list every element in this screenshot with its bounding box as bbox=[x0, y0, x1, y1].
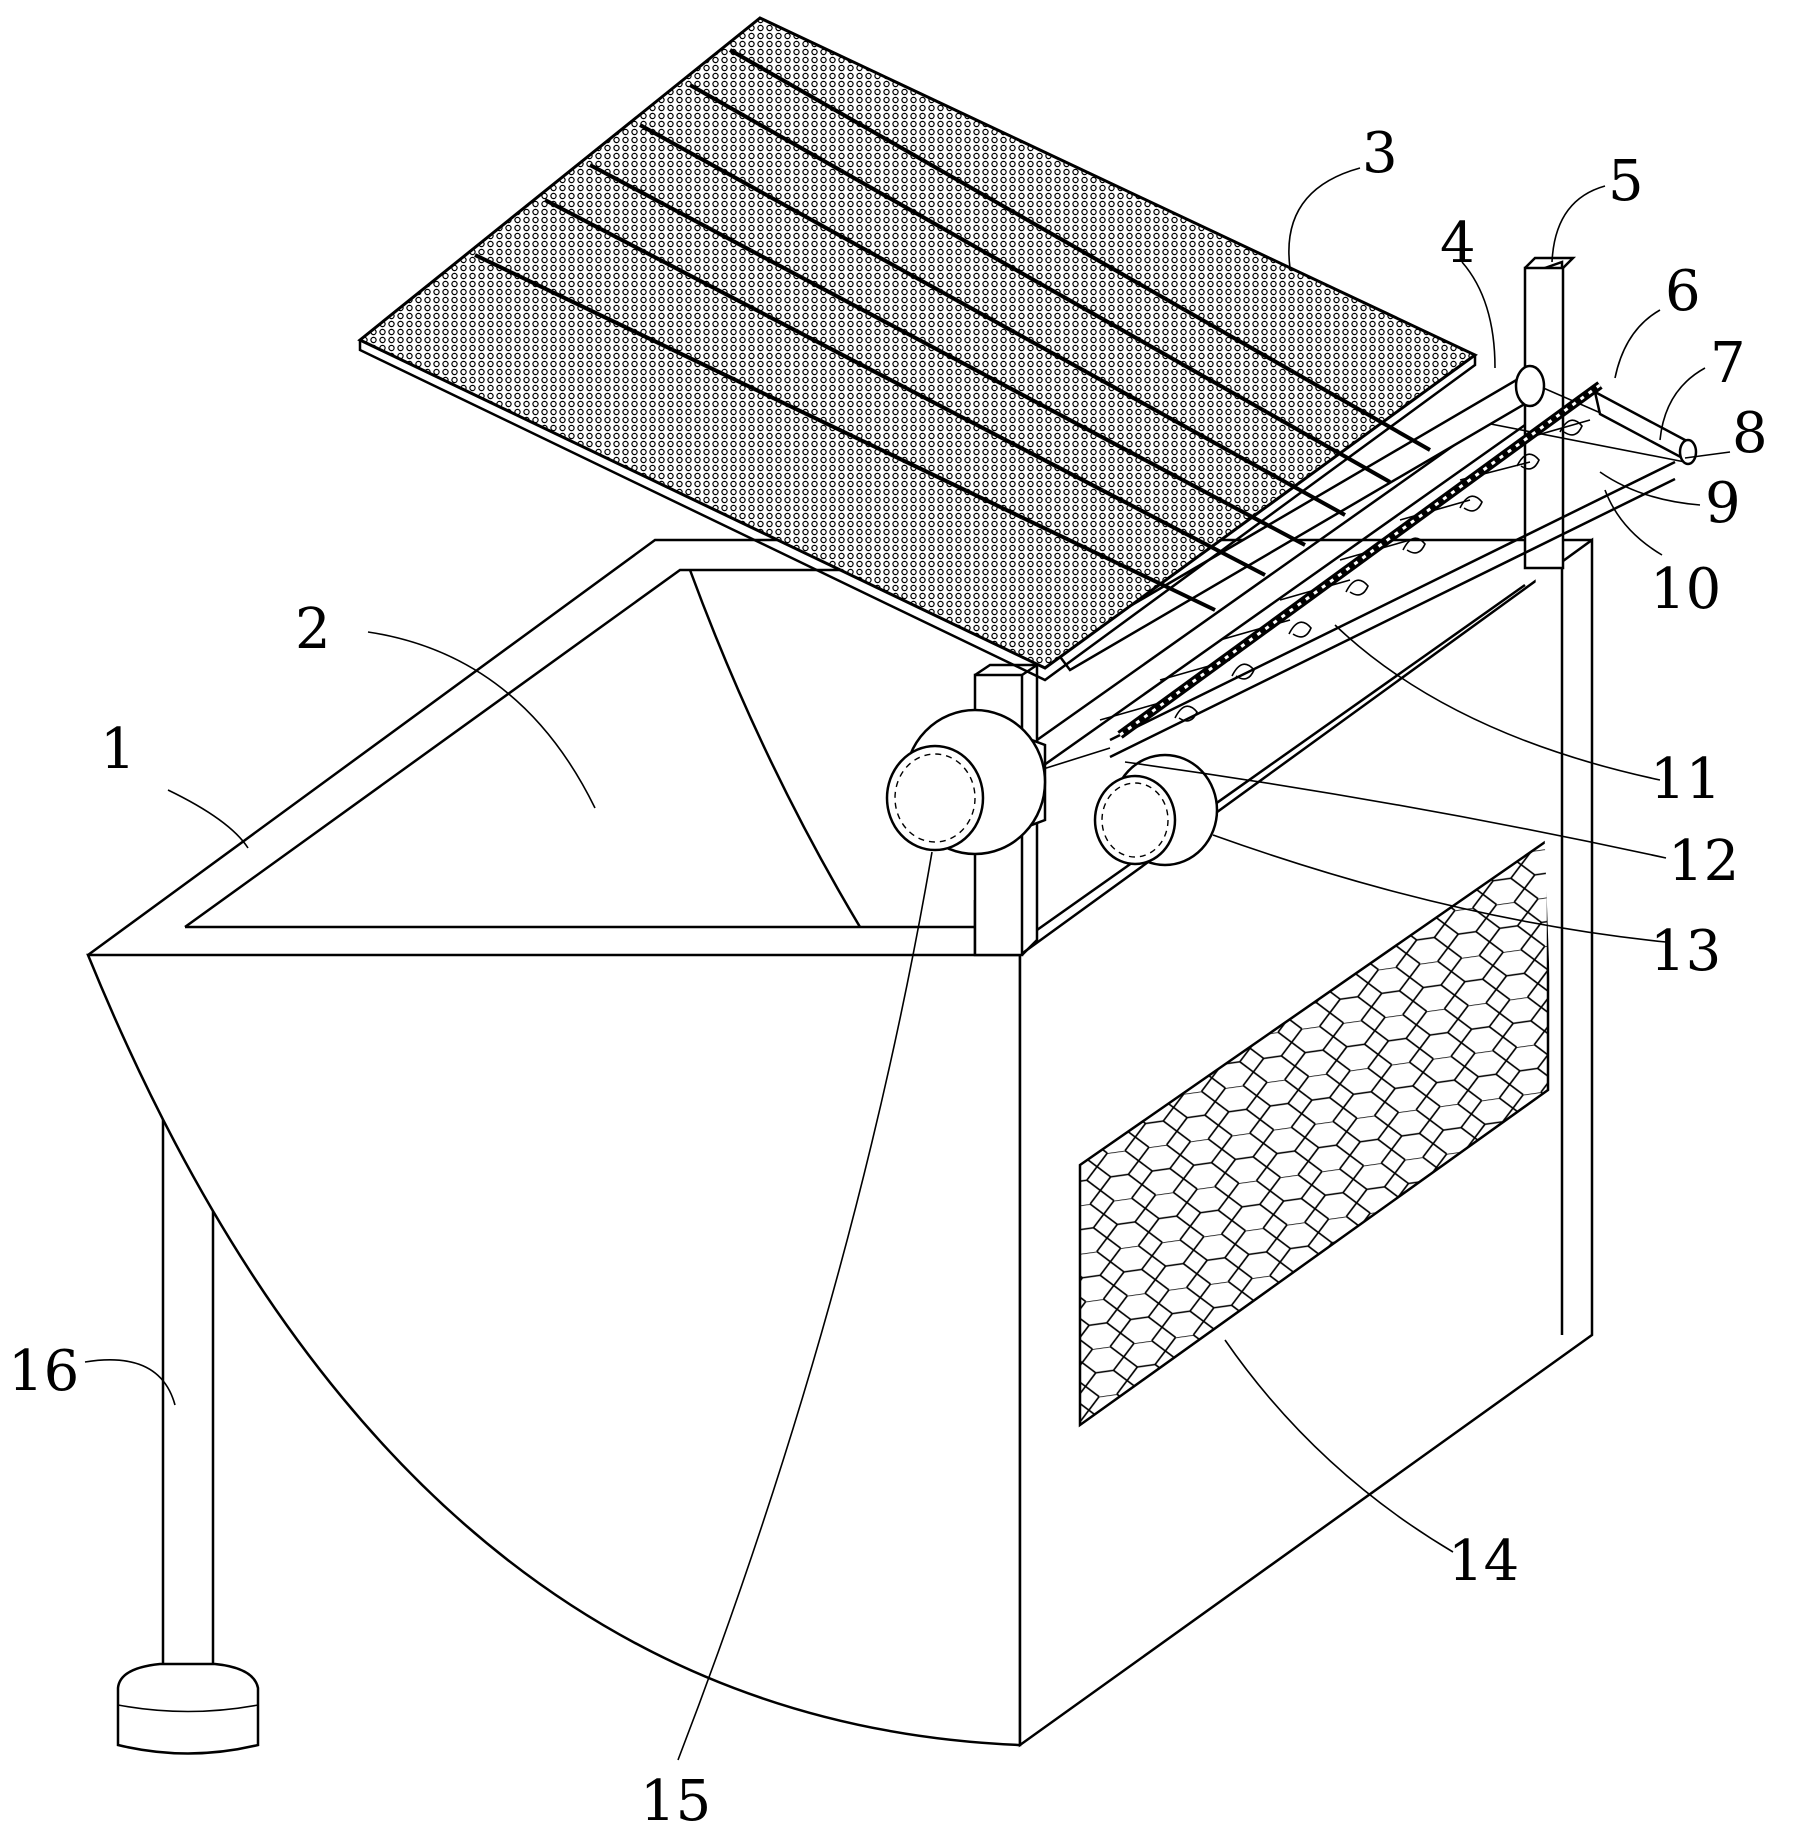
hex-mesh-window bbox=[1078, 837, 1550, 1428]
label-3: 3 bbox=[1362, 121, 1398, 186]
brush-shaft bbox=[1117, 381, 1603, 739]
label-13: 13 bbox=[1650, 919, 1721, 984]
motor-left bbox=[885, 708, 1047, 856]
roller-frame bbox=[973, 256, 1691, 1335]
label-4: 4 bbox=[1440, 211, 1476, 276]
label-14: 14 bbox=[1448, 1529, 1519, 1594]
label-5: 5 bbox=[1608, 149, 1644, 214]
support-leg bbox=[116, 1108, 260, 1755]
label-2: 2 bbox=[295, 597, 331, 662]
label-6: 6 bbox=[1665, 259, 1701, 324]
mesh-screen bbox=[357, 16, 1478, 682]
label-16: 16 bbox=[8, 1339, 79, 1404]
upper-roller bbox=[1053, 364, 1546, 672]
reference-numerals: 1 2 3 4 5 6 7 8 9 10 11 12 13 14 15 16 bbox=[8, 121, 1768, 1827]
label-7: 7 bbox=[1710, 331, 1746, 396]
label-15: 15 bbox=[640, 1769, 711, 1827]
leader-lines bbox=[84, 167, 1731, 1761]
label-1: 1 bbox=[100, 717, 136, 782]
end-bracket bbox=[1593, 389, 1698, 466]
label-10: 10 bbox=[1650, 557, 1721, 622]
motor-right bbox=[1093, 753, 1219, 867]
label-11: 11 bbox=[1650, 747, 1721, 812]
label-9: 9 bbox=[1705, 471, 1741, 536]
label-12: 12 bbox=[1668, 829, 1739, 894]
label-8: 8 bbox=[1732, 401, 1768, 466]
